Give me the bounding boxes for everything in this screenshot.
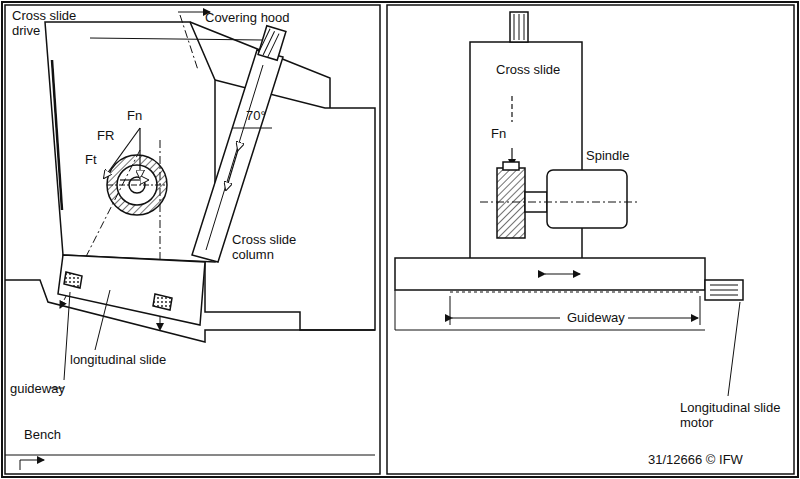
part-label: Covering hood bbox=[205, 10, 290, 25]
angle-label: 70° bbox=[246, 108, 266, 123]
part-label: Cross slide drive bbox=[12, 8, 97, 38]
part-label: Bench bbox=[24, 427, 61, 442]
part-label: Longitudinal slide motor bbox=[680, 400, 792, 430]
part-label: Guideway bbox=[566, 310, 626, 325]
force-label: Fn bbox=[126, 108, 143, 123]
figure-number: 31/12666 © IFW bbox=[648, 452, 743, 467]
part-label: Cross slide column bbox=[232, 232, 312, 262]
force-label: FR bbox=[96, 128, 115, 143]
part-label: Cross slide bbox=[496, 62, 560, 77]
part-label: guideway bbox=[10, 381, 65, 396]
force-label: Fn bbox=[491, 126, 506, 141]
part-label: longitudinal slide bbox=[70, 352, 166, 367]
part-label: Spindle bbox=[586, 148, 629, 163]
force-label: Ft bbox=[84, 152, 98, 167]
